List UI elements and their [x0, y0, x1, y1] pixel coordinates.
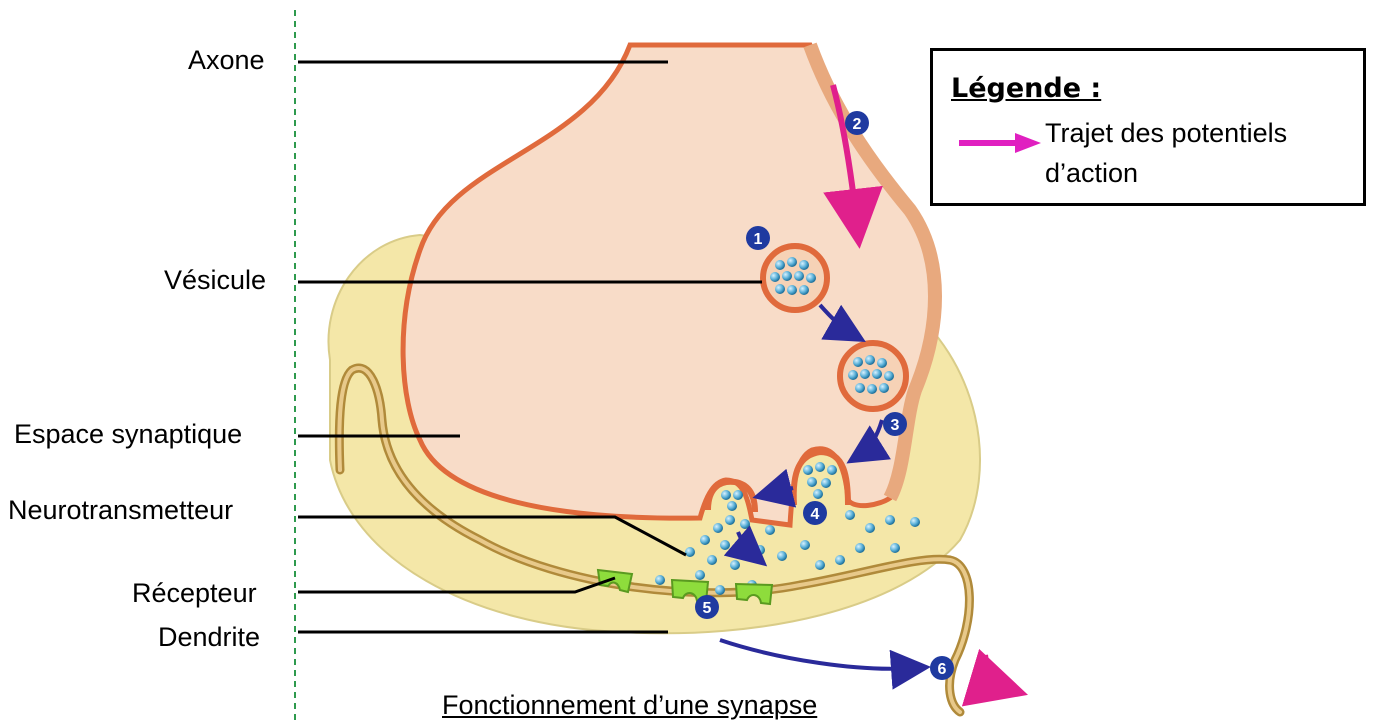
- step-badge-1: 1: [746, 226, 770, 250]
- step-number: 3: [891, 417, 900, 434]
- step-badge-4: 4: [803, 501, 827, 525]
- step-number: 2: [853, 116, 862, 133]
- label-axone: Axone: [188, 44, 265, 76]
- step-badge-2: 2: [845, 111, 869, 135]
- step-number: 6: [938, 661, 947, 678]
- label-recepteur: Récepteur: [132, 577, 257, 609]
- action-potential-arrow-dendrite: [985, 655, 1005, 688]
- label-neurotransmetteur: Neurotransmetteur: [8, 494, 233, 526]
- step-number: 1: [754, 231, 763, 248]
- legend-item-text: Trajet des potentiels d’action: [1045, 113, 1355, 193]
- legend-title: Légende :: [951, 73, 1101, 104]
- arrow-to-dendrite: [720, 640, 915, 669]
- step-badge-3: 3: [883, 412, 907, 436]
- diagram-caption: Fonctionnement d’une synapse: [442, 690, 817, 721]
- step-badge-6: 6: [930, 656, 954, 680]
- label-dendrite: Dendrite: [158, 621, 260, 653]
- legend-box: Légende : Trajet des potentiels d’action: [930, 48, 1366, 206]
- legend-arrow-icon: [957, 131, 1043, 155]
- step-number: 4: [811, 506, 820, 523]
- step-badge-5: 5: [695, 595, 719, 619]
- step-number: 5: [703, 600, 712, 617]
- label-vesicule: Vésicule: [164, 264, 266, 296]
- label-espace-synaptique: Espace synaptique: [14, 418, 242, 450]
